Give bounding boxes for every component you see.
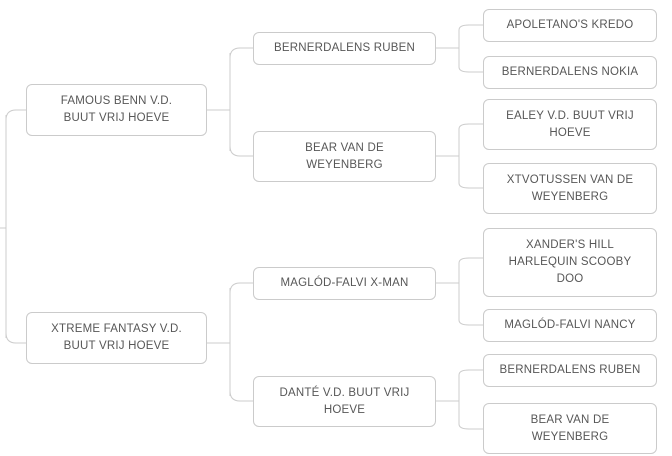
connector-level1-famous-benn [5, 109, 26, 121]
connector-to-xanders-hill [458, 257, 483, 264]
connector-to-bernerdalens-ruben-2 [229, 47, 253, 59]
node-label: XTVOTUSSEN VAN DE WEYENBERG [506, 173, 634, 203]
node-label: BERNERDALENS RUBEN [274, 42, 415, 54]
node-label: XANDER'S HILL HARLEQUIN SCOOBY DOO [508, 239, 632, 285]
connector-to-maglod-falvi-nancy [458, 319, 483, 326]
connector-to-apoletanos-kredo [458, 24, 483, 31]
connector-to-maglod-falvi-x-man [229, 282, 253, 294]
node-bear-van-de-weyenberg-2[interactable]: BEAR VAN DE WEYENBERG [253, 131, 436, 182]
node-bear-van-de-weyenberg-3[interactable]: BEAR VAN DE WEYENBERG [483, 403, 657, 454]
node-label: BEAR VAN DE WEYENBERG [305, 141, 384, 171]
node-maglod-falvi-nancy[interactable]: MAGLÓD-FALVI NANCY [483, 309, 657, 342]
connector-to-bear-van-de-weyenberg-3 [458, 423, 483, 430]
node-xtvotussen-van-de-weyenberg[interactable]: XTVOTUSSEN VAN DE WEYENBERG [483, 163, 657, 214]
connector-to-ealey [458, 123, 483, 130]
connector-to-bernerdalens-ruben-3 [458, 369, 483, 376]
connector-to-bear-van-de-weyenberg-2 [229, 145, 253, 157]
node-xtreme-fantasy[interactable]: XTREME FANTASY V.D. BUUT VRIJ HOEVE [26, 312, 207, 364]
node-label: MAGLÓD-FALVI X-MAN [280, 277, 409, 289]
node-bernerdalens-ruben-2[interactable]: BERNERDALENS RUBEN [253, 32, 436, 65]
node-apoletanos-kredo[interactable]: APOLETANO'S KREDO [483, 9, 657, 42]
node-bernerdalens-ruben-3[interactable]: BERNERDALENS RUBEN [483, 354, 657, 387]
node-label: DANTÉ V.D. BUUT VRIJ HOEVE [279, 386, 410, 416]
node-label: BERNERDALENS RUBEN [499, 364, 641, 376]
connector-to-xtvotussen [458, 182, 483, 189]
node-dante-vd-buut-vrij-hoeve[interactable]: DANTÉ V.D. BUUT VRIJ HOEVE [253, 376, 436, 427]
node-label: APOLETANO'S KREDO [506, 19, 634, 31]
connector-to-bernerdalens-nokia [458, 66, 483, 73]
node-bernerdalens-nokia[interactable]: BERNERDALENS NOKIA [483, 56, 657, 89]
connector-level1-xtreme-fantasy [5, 332, 26, 344]
node-ealey-vd-buut-vrij-hoeve[interactable]: EALEY V.D. BUUT VRIJ HOEVE [483, 99, 657, 150]
node-label: EALEY V.D. BUUT VRIJ HOEVE [506, 109, 634, 139]
node-label: XTREME FANTASY V.D. BUUT VRIJ HOEVE [51, 323, 182, 352]
node-famous-benn[interactable]: FAMOUS BENN V.D. BUUT VRIJ HOEVE [26, 84, 207, 136]
node-label: BEAR VAN DE WEYENBERG [530, 413, 610, 443]
node-xanders-hill-harlequin-scooby-doo[interactable]: XANDER'S HILL HARLEQUIN SCOOBY DOO [483, 228, 657, 297]
node-label: FAMOUS BENN V.D. BUUT VRIJ HOEVE [60, 95, 173, 124]
connector-to-dante [229, 390, 253, 402]
node-label: MAGLÓD-FALVI NANCY [504, 319, 636, 331]
node-maglod-falvi-x-man[interactable]: MAGLÓD-FALVI X-MAN [253, 267, 436, 300]
node-label: BERNERDALENS NOKIA [501, 66, 639, 78]
